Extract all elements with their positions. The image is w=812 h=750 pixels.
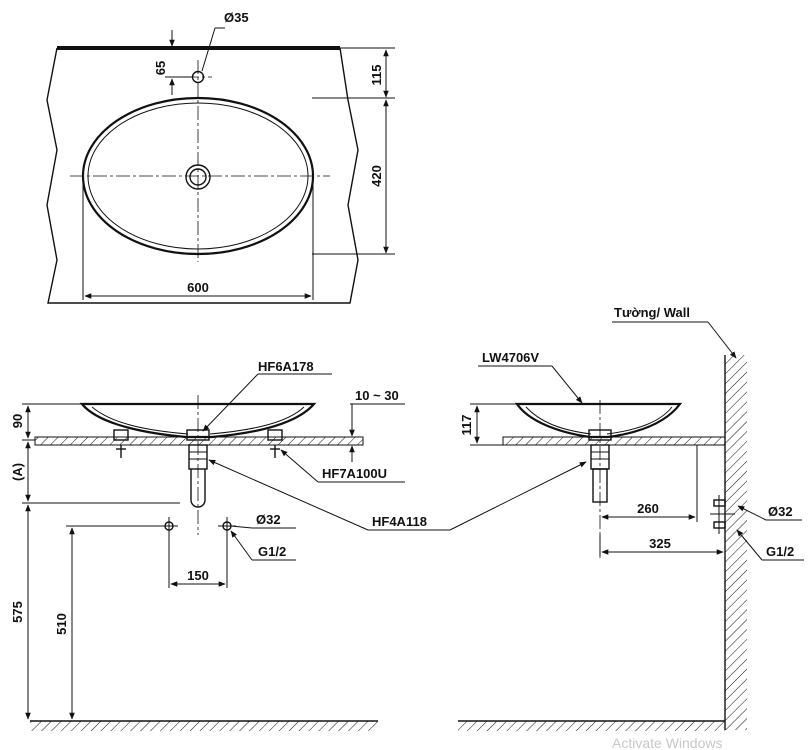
hole-diameter-label: Ø35 xyxy=(224,10,249,25)
front-basin-inner xyxy=(91,406,305,435)
dim-510-label: 510 xyxy=(54,613,69,635)
part-hf4a118-label: HF4A118 xyxy=(372,514,427,529)
part-hf7a100u-label: HF7A100U xyxy=(322,466,387,481)
side-basin-profile xyxy=(514,402,683,439)
front-g12-label: G1/2 xyxy=(258,544,286,559)
dim-90-label: 90 xyxy=(10,414,25,428)
part-hf4a118-leader-right xyxy=(449,461,587,531)
wall-hatch xyxy=(725,355,747,730)
dim-117-label: 117 xyxy=(459,415,474,436)
front-g12-leader xyxy=(230,530,253,561)
front-bracket-left xyxy=(113,429,129,458)
dim-deck-range-label: 10 ~ 30 xyxy=(355,388,399,403)
part-hf4a118-leader-left xyxy=(208,459,369,531)
front-d32-leader xyxy=(230,525,253,529)
dim-600-label: 600 xyxy=(187,280,209,295)
front-countertop xyxy=(34,436,364,446)
plan-view: Ø35 65 115 420 600 xyxy=(46,10,395,304)
side-floor-hatch xyxy=(458,721,725,731)
wall-label-leader xyxy=(707,321,737,359)
countertop-outline xyxy=(46,47,359,304)
model-label: LW4706V xyxy=(482,350,539,365)
side-basin-inner xyxy=(525,406,673,435)
side-countertop xyxy=(502,436,726,446)
wall-label: Tường/ Wall xyxy=(614,305,690,320)
dim-325-label: 325 xyxy=(649,536,671,551)
shared-callout: HF4A118 xyxy=(208,459,587,531)
side-d32-leader xyxy=(737,505,767,521)
dim-65-label: 65 xyxy=(153,61,168,75)
side-view: Tường/ Wall LW4706V 117 260 325 xyxy=(458,305,804,731)
dim-420-label: 420 xyxy=(369,165,384,187)
front-view: HF6A178 HF7A100U 10 ~ 30 90 (A) 575 510 xyxy=(10,359,405,731)
front-floor-hatch xyxy=(30,721,378,731)
side-d32-label: Ø32 xyxy=(768,504,793,519)
part-hf6a178-leader xyxy=(202,373,259,432)
front-basin-profile xyxy=(79,402,317,439)
activate-windows-watermark: Activate Windows xyxy=(612,735,722,750)
dim-a-label: (A) xyxy=(10,463,25,481)
part-hf7a100u-leader xyxy=(280,449,319,483)
dim-575-label: 575 xyxy=(10,601,25,623)
model-leader xyxy=(551,365,583,404)
side-g12-leader xyxy=(736,529,763,561)
side-g12-label: G1/2 xyxy=(766,544,794,559)
front-d32-label: Ø32 xyxy=(256,512,281,527)
wall-supply-fitting xyxy=(710,495,735,534)
dim-260-label: 260 xyxy=(637,501,659,516)
dim-115-label: 115 xyxy=(369,65,384,86)
dim-150-label: 150 xyxy=(187,568,209,583)
front-bracket-right xyxy=(267,429,283,458)
part-hf6a178-label: HF6A178 xyxy=(258,359,314,374)
hole-leader xyxy=(201,27,216,72)
